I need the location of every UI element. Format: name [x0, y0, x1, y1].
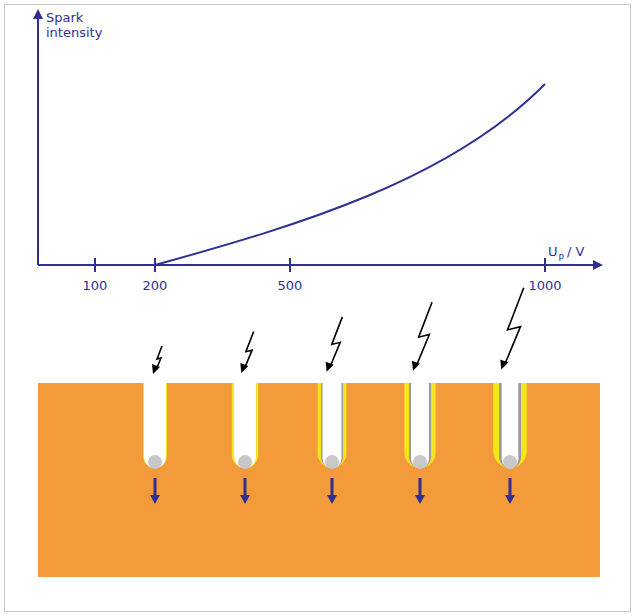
curve [155, 84, 545, 265]
pore [411, 383, 429, 468]
spark-spot [325, 455, 339, 469]
spark-bolt-head [326, 362, 334, 372]
spark-bolt-head [500, 360, 508, 370]
x-axis [38, 264, 598, 266]
barrier-layer [499, 383, 521, 468]
pore [234, 383, 256, 468]
growth-arrowhead [327, 495, 337, 504]
barrier-layer [409, 383, 431, 468]
barrier-layer [321, 383, 343, 468]
y-axis [37, 14, 39, 265]
spark-spot [148, 455, 162, 469]
growth-arrowhead [150, 495, 160, 504]
axis-label: 200 [143, 278, 168, 293]
spark-bolt-head [240, 363, 248, 373]
spark-spot [503, 455, 517, 469]
axis-label: 1000 [528, 278, 561, 293]
spark-bolt [244, 331, 253, 368]
spark-bolt-head [412, 361, 420, 371]
spark-bolt [504, 288, 523, 366]
spark-bolt [330, 317, 343, 368]
growth-arrowhead [415, 495, 425, 504]
growth-arrowhead [505, 495, 515, 504]
growth-arrowhead [240, 495, 250, 504]
spark-bolt-head [152, 364, 160, 374]
pore [323, 383, 342, 468]
spark-spot [238, 455, 252, 469]
pore [144, 383, 166, 468]
frame [5, 5, 631, 612]
pores [143, 288, 527, 504]
axis-label: 100 [83, 278, 108, 293]
axis-label: P [559, 251, 564, 266]
axis-label: Spark intensity [46, 10, 116, 40]
spark-spot [413, 455, 427, 469]
axis-label: U [548, 244, 558, 259]
axis-label: / V [567, 244, 584, 259]
axis-label: 500 [278, 278, 303, 293]
spark-bolt [416, 302, 432, 366]
oxide-layer [143, 383, 167, 468]
oxide-layer [404, 383, 435, 468]
oxide-layer [232, 383, 258, 468]
substrate [38, 383, 600, 577]
ticks [95, 258, 545, 272]
